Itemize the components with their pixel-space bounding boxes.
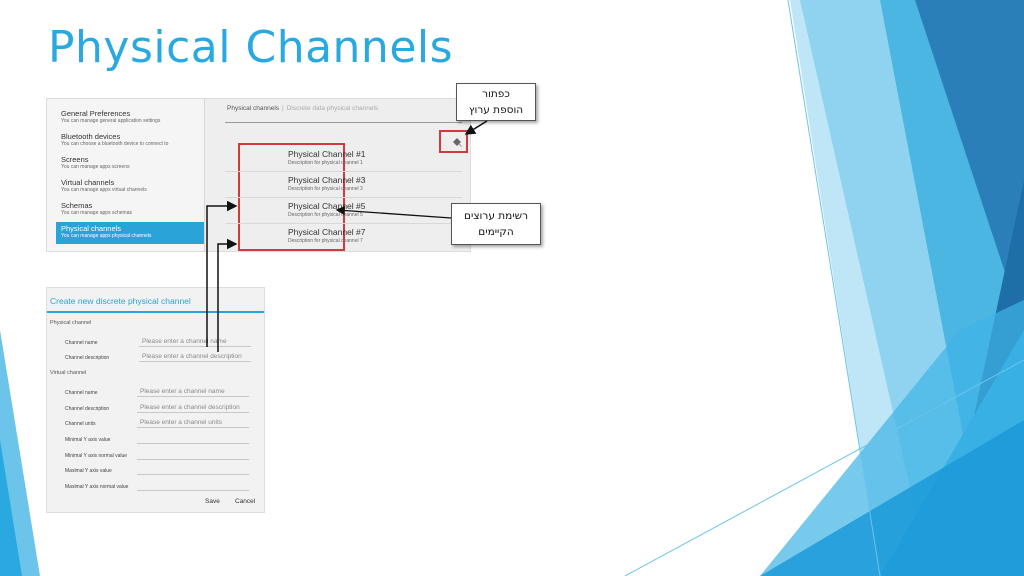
sidebar-item-subtitle: You can manage apps schemas (61, 210, 132, 216)
physical-channel-section-label: Physical channel (50, 320, 92, 326)
field-label: Minimal Y axis value (65, 437, 111, 443)
minimal-y-axis-value-input[interactable] (137, 434, 249, 444)
sidebar-item-title: Virtual channels (61, 178, 115, 187)
virtual-channel-description-input[interactable]: Please enter a channel description (137, 403, 249, 413)
channel-name: Physical Channel #5 (288, 201, 366, 211)
callout-line: הקיימים (478, 226, 514, 238)
channel-list-callout: רשימת ערוצים הקיימים (451, 203, 541, 245)
sidebar-item-schemas[interactable]: Schemas You can manage apps schemas (56, 199, 204, 221)
breadcrumb-title: Physical channels (227, 105, 280, 112)
field-label: Maximal Y axis value (65, 468, 112, 474)
breadcrumb-subtitle: Discrete data physical channels (286, 105, 379, 112)
list-divider (225, 197, 462, 198)
sidebar-item-subtitle: You can choose a bluetooth device to con… (61, 141, 169, 147)
sidebar-item-subtitle: You can manage apps screens (61, 164, 130, 170)
sidebar-item-title: Schemas (61, 201, 93, 210)
sidebar-item-general-preferences[interactable]: General Preferences You can manage gener… (56, 107, 204, 129)
sidebar-item-subtitle: You can manage general application setti… (61, 118, 161, 124)
virtual-channel-section-label: Virtual channel (50, 370, 87, 376)
callout-line: כפתור (482, 88, 510, 100)
channel-item-7[interactable]: Physical Channel #7 Description for phys… (288, 224, 393, 249)
sidebar-item-virtual-channels[interactable]: Virtual channels You can manage apps vir… (56, 176, 204, 198)
sidebar-item-title: Bluetooth devices (61, 132, 121, 141)
breadcrumb: Physical channels|Discrete data physical… (227, 105, 378, 112)
field-label: Channel description (65, 355, 110, 361)
cancel-button[interactable]: Cancel (235, 498, 256, 505)
add-channel-button[interactable] (439, 130, 468, 153)
slide-title: Physical Channels (48, 22, 454, 73)
breadcrumb-separator: | (282, 105, 284, 112)
field-label: Channel name (65, 340, 98, 346)
channel-description: Description for physical channel 7 (288, 238, 363, 244)
sidebar-item-subtitle: You can manage apps virtual channels (61, 187, 147, 193)
settings-screenshot: General Preferences You can manage gener… (46, 98, 471, 252)
field-label: Minimal Y axis normal value (65, 453, 128, 459)
create-channel-form: Create new discrete physical channel Phy… (46, 287, 265, 513)
channel-description: Description for physical channel 5 (288, 212, 363, 218)
channel-name: Physical Channel #7 (288, 227, 366, 237)
field-label: Channel description (65, 406, 110, 412)
channel-description: Description for physical channel 1 (288, 160, 363, 166)
sidebar-item-screens[interactable]: Screens You can manage apps screens (56, 153, 204, 175)
field-label: Channel units (65, 421, 96, 427)
virtual-channel-name-input[interactable]: Please enter a channel name (137, 387, 249, 397)
callout-line: הוספת ערוץ (468, 104, 524, 116)
physical-channels-pane: Physical channels|Discrete data physical… (205, 99, 470, 251)
add-channel-icon (453, 138, 462, 147)
breadcrumb-divider (225, 122, 462, 123)
channel-description: Description for physical channel 3 (288, 186, 363, 192)
list-divider (225, 171, 462, 172)
list-divider (225, 223, 462, 224)
virtual-channel-units-input[interactable]: Please enter a channel units (137, 418, 249, 428)
sidebar-item-bluetooth-devices[interactable]: Bluetooth devices You can choose a bluet… (56, 130, 204, 152)
sidebar-item-subtitle: You can manage apps physical channels (61, 233, 152, 239)
physical-channel-description-input[interactable]: Please enter a channel description (139, 352, 251, 362)
callout-line: רשימת ערוצים (464, 210, 528, 222)
maximal-y-axis-value-input[interactable] (137, 465, 249, 475)
add-button-callout: כפתור הוספת ערוץ (456, 83, 536, 121)
save-button[interactable]: Save (205, 498, 220, 505)
channel-name: Physical Channel #3 (288, 175, 366, 185)
sidebar-item-title: Physical channels (61, 224, 122, 233)
channel-item-5[interactable]: Physical Channel #5 Description for phys… (288, 198, 393, 223)
physical-channel-name-input[interactable]: Please enter a channel name (139, 337, 251, 347)
maximal-y-axis-normal-value-input[interactable] (137, 481, 249, 491)
form-title: Create new discrete physical channel (50, 296, 191, 306)
sidebar-item-physical-channels[interactable]: Physical channels You can manage apps ph… (56, 222, 204, 244)
channel-name: Physical Channel #1 (288, 149, 366, 159)
field-label: Channel name (65, 390, 98, 396)
minimal-y-axis-normal-value-input[interactable] (137, 450, 249, 460)
channel-item-3[interactable]: Physical Channel #3 Description for phys… (288, 172, 393, 197)
channel-item-1[interactable]: Physical Channel #1 Description for phys… (288, 146, 393, 171)
settings-sidebar: General Preferences You can manage gener… (47, 99, 205, 251)
sidebar-item-title: Screens (61, 155, 89, 164)
sidebar-item-title: General Preferences (61, 109, 131, 118)
field-label: Maximal Y axis normal value (65, 484, 129, 490)
form-title-divider (47, 311, 264, 313)
